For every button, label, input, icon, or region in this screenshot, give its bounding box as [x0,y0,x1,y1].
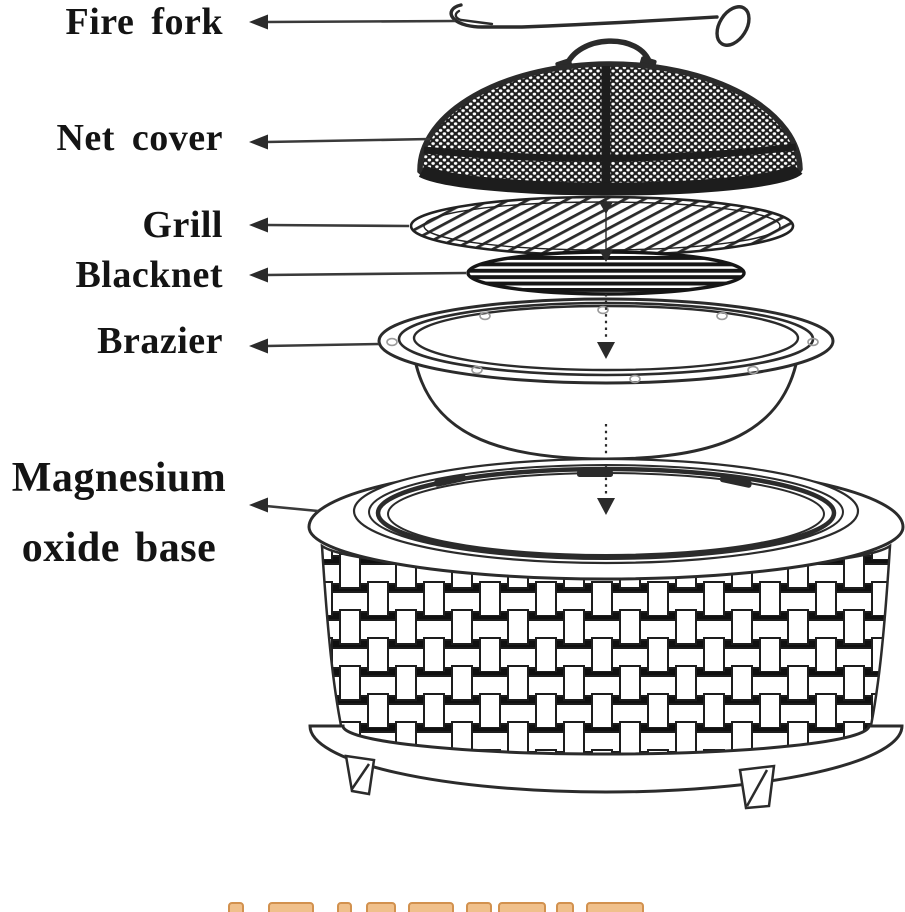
base-feet [344,754,776,810]
net-cover-drawing [417,38,803,196]
fire-fork-drawing [449,3,751,47]
label-grill: Grill [142,204,223,246]
down-arrowhead-4 [597,498,615,515]
footer-text-fragment [586,902,644,912]
leader-arrowhead-fire-fork [249,14,268,30]
label-base-line1: Magnesium [11,455,227,501]
label-net-cover: Net cover [56,117,223,159]
label-fire-fork: Fire fork [65,1,223,43]
footer-text-fragment [498,902,546,912]
leader-arrowhead-net-cover [249,134,268,150]
brazier-screw-holes [386,305,819,384]
base-top-rim [307,457,905,581]
label-magnesium-oxide-base: Magnesium oxide base [0,443,242,583]
footer-text-fragment [268,902,314,912]
label-blacknet: Blacknet [75,254,223,296]
net-cover-handle [563,38,653,70]
leader-arrowhead-brazier [249,338,268,354]
footer-text-fragment [408,902,454,912]
leader-arrowhead-base [249,497,268,513]
leader-arrows [249,14,467,513]
leader-arrowhead-grill [249,217,268,233]
footer-text-fragment [366,902,396,912]
footer-text-fragment [337,902,352,912]
leader-arrowhead-blacknet [249,267,268,283]
down-arrowhead-2 [599,250,613,262]
assembly-arrows [597,202,615,515]
down-arrowhead-3 [597,342,615,359]
label-brazier: Brazier [97,320,223,362]
footer-text-fragment [466,902,492,912]
footer-text-fragment [556,902,574,912]
footer-text-fragment [228,902,244,912]
label-base-line2: oxide base [21,525,217,571]
brazier-drawing [377,297,835,461]
down-arrowhead-1 [599,202,613,214]
base-drawing [307,457,905,810]
